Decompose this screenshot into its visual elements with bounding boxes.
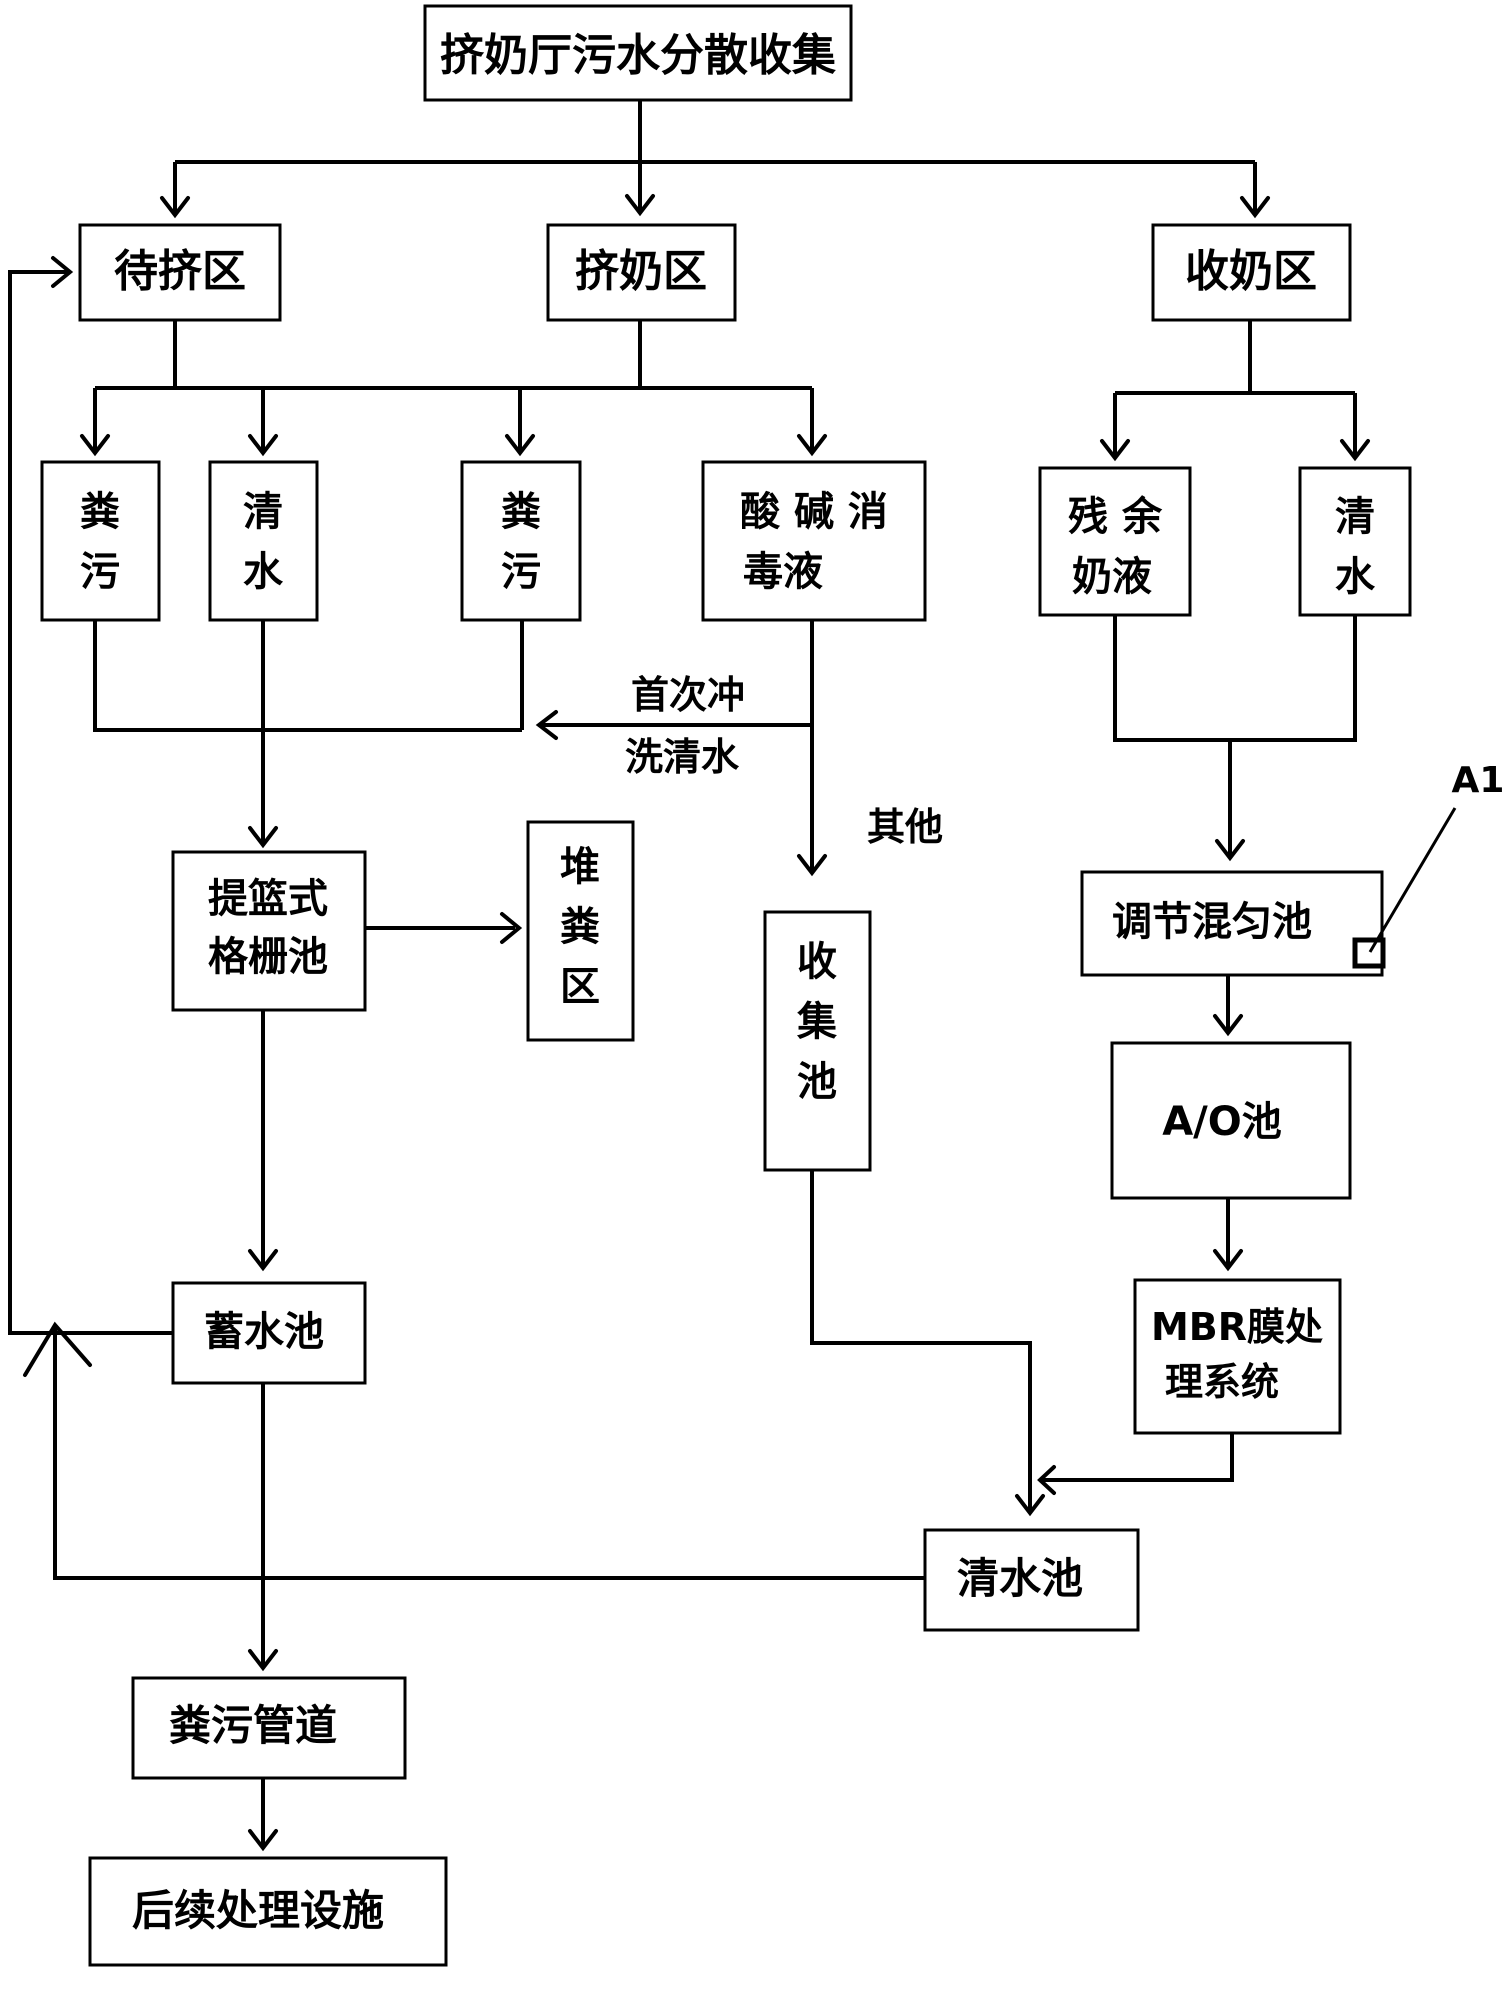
residual-milk-label-1: 残 余 (1068, 494, 1163, 540)
clean-pool-box (923, 1528, 1140, 1632)
other-label: 其他 (867, 805, 943, 849)
edge-labels: 首次冲 洗清水 其他 A1 (625, 673, 1504, 849)
manure1-label-2: 污 (80, 549, 120, 595)
clean-pool-label: 清水池 (957, 1554, 1083, 1603)
acid-base-box (701, 460, 927, 622)
milking-area-box (546, 223, 737, 322)
residual-milk-label-2: 奶液 (1072, 554, 1152, 600)
acid-base-label-1: 酸 碱 消 (740, 489, 888, 535)
ao-pool-box (1110, 1041, 1352, 1200)
collect-box (423, 4, 853, 102)
clear-water2-box (1298, 466, 1412, 617)
ao-pool-label: A/O池 (1162, 1099, 1282, 1145)
manure-pipe-label: 粪污管道 (169, 1701, 337, 1750)
a1-leader (1368, 807, 1457, 953)
basket-grid-label-2: 格栅池 (208, 934, 328, 980)
clear-water2-label-2: 水 (1335, 554, 1376, 600)
node-boxes (40, 4, 1412, 1967)
acid-base-label-2: 毒液 (743, 549, 823, 595)
follow-up-box (88, 1856, 448, 1967)
collection-pool-label-2: 集 (796, 999, 837, 1045)
wait-area-label: 待挤区 (114, 246, 246, 297)
first-flush-label-1: 首次冲 (631, 673, 745, 717)
manure1-box (40, 460, 161, 622)
manure2-box (460, 460, 582, 622)
node-labels: 挤奶厅污水分散收集 待挤区 挤奶区 收奶区 粪 污 清 水 粪 污 酸 碱 消 … (80, 30, 1376, 1935)
manure1-label-1: 粪 (80, 489, 120, 535)
manure2-label-1: 粪 (501, 489, 541, 535)
milking-area-label: 挤奶区 (575, 246, 707, 297)
a1-label: A1 (1452, 760, 1505, 801)
manure-yard-box (526, 820, 635, 1042)
clear-water1-label-1: 清 (243, 489, 283, 535)
collection-pool-label-1: 收 (797, 939, 837, 985)
clear-water1-label-2: 水 (243, 549, 284, 595)
manure-pipe-box (131, 1676, 407, 1780)
manure-yard-label-1: 堆 (560, 844, 600, 890)
adjust-pool-label: 调节混匀池 (1112, 899, 1312, 945)
mbr-label-1: MBR膜处 (1151, 1305, 1323, 1349)
manure-yard-label-2: 粪 (560, 904, 600, 950)
manure-yard-label-3: 区 (560, 964, 600, 1010)
wait-area-box (78, 223, 282, 322)
collect-label: 挤奶厅污水分散收集 (440, 30, 836, 81)
adjust-pool-box (1080, 870, 1384, 977)
mbr-label-2: 理系统 (1165, 1360, 1279, 1404)
collection-pool-box (763, 910, 872, 1172)
basket-grid-label-1: 提篮式 (208, 876, 328, 922)
basket-grid-box (171, 850, 367, 1012)
a1-marker (1352, 937, 1386, 969)
storage-pool-box (171, 1281, 367, 1385)
storage-pool-label: 蓄水池 (204, 1309, 324, 1355)
collection-pool-label-3: 池 (797, 1059, 837, 1105)
residual-milk-box (1038, 466, 1192, 617)
clear-water2-label-1: 清 (1335, 494, 1375, 540)
receiving-area-box (1151, 223, 1352, 322)
first-flush-label-2: 洗清水 (625, 735, 740, 779)
mbr-box (1133, 1278, 1342, 1435)
follow-up-label: 后续处理设施 (132, 1886, 384, 1935)
connectors (8, 100, 1357, 1845)
receiving-area-label: 收奶区 (1185, 246, 1317, 297)
clear-water1-box (208, 460, 319, 622)
manure2-label-2: 污 (501, 549, 541, 595)
arrowheads (23, 194, 1370, 1852)
